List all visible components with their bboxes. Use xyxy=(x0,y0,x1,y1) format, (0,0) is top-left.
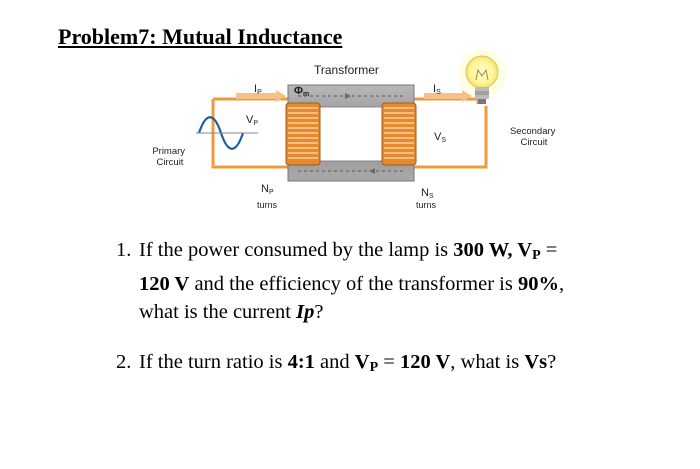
current-ip-arrow xyxy=(236,90,286,102)
ip-label: IP xyxy=(254,83,262,96)
question-1-text: If the power consumed by the lamp is 300… xyxy=(139,239,565,323)
problem-title: Problem7: Mutual Inductance xyxy=(58,24,343,49)
primary-circuit-label: Primary Circuit xyxy=(152,146,187,168)
light-bulb-icon xyxy=(458,50,506,104)
question-1: 1. If the power consumed by the lamp is … xyxy=(116,236,676,326)
np-label: NP xyxy=(261,183,274,196)
secondary-circuit-label: Secondary Circuit xyxy=(510,126,558,148)
np-turns-label: turns xyxy=(257,200,278,210)
is-label: IS xyxy=(433,83,441,96)
ns-label: NS xyxy=(421,187,434,200)
current-is-arrow xyxy=(424,90,472,102)
question-2-number: 2. xyxy=(116,351,132,373)
vp-label: VP xyxy=(246,114,258,127)
secondary-wires xyxy=(412,97,488,169)
transformer-label: Transformer xyxy=(314,63,379,77)
question-2-text: If the turn ratio is 4:1 and VP = 120 V,… xyxy=(139,351,557,375)
ns-turns-label: turns xyxy=(416,200,437,210)
vs-label: VS xyxy=(434,131,446,144)
question-1-number: 1. xyxy=(116,239,132,261)
flux-label: Φm xyxy=(294,85,309,98)
primary-coil xyxy=(285,102,321,166)
transformer-diagram: Transformer Φm IP VP IS VS NP turns NS t… xyxy=(152,50,558,210)
question-2: 2. If the turn ratio is 4:1 and VP = 120… xyxy=(116,348,676,382)
secondary-coil xyxy=(381,102,417,166)
